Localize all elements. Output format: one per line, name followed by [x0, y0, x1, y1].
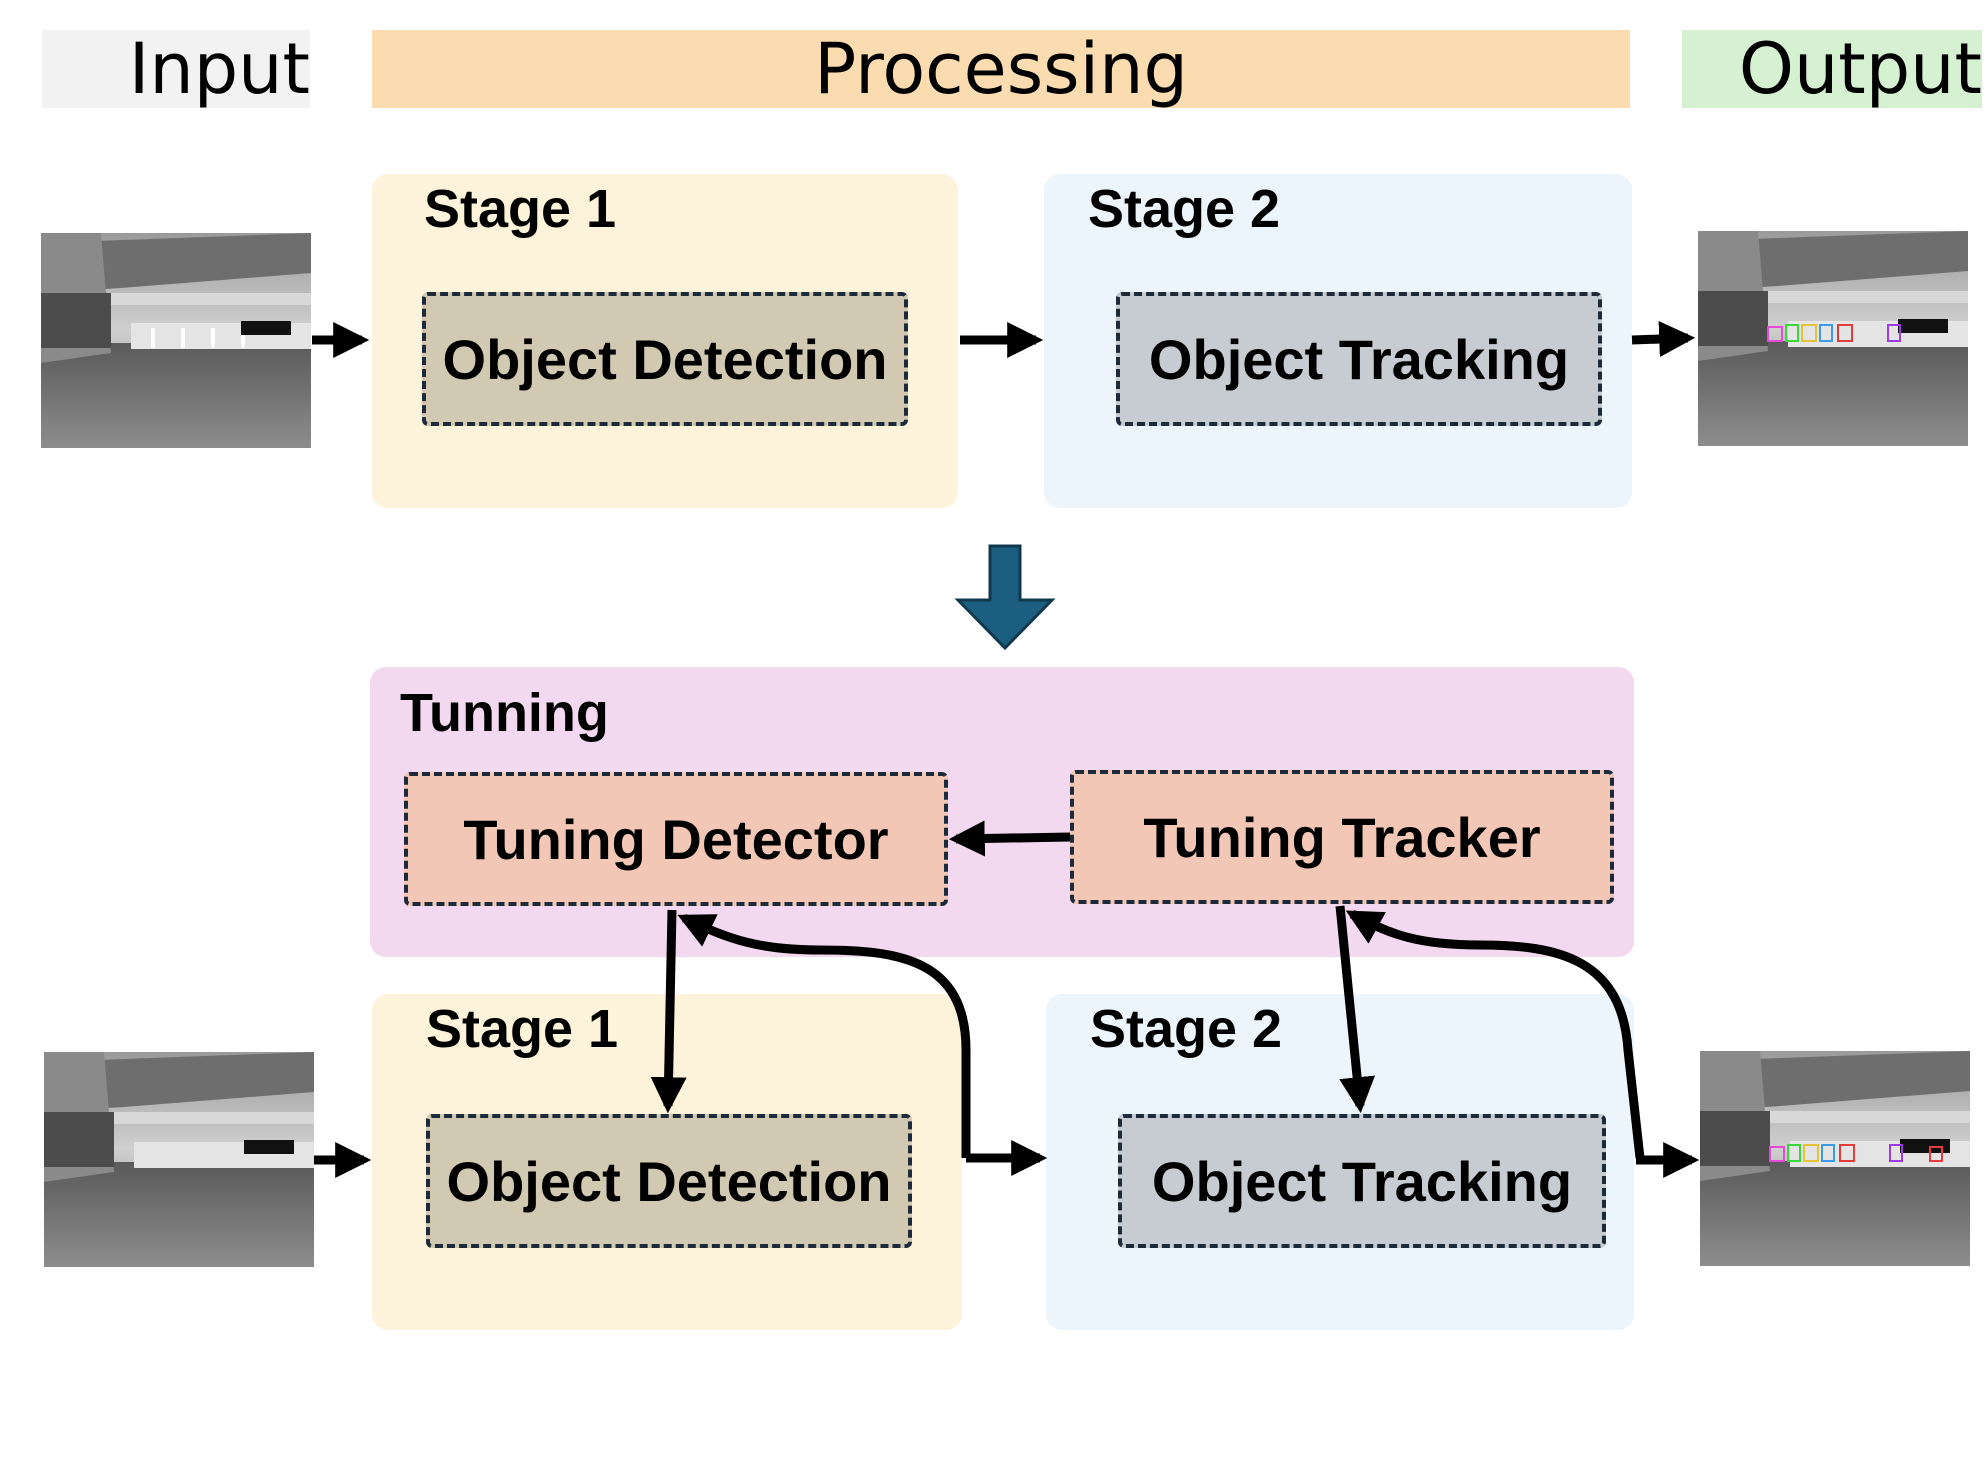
tuning-tracker-to-tracking-arrow [1335, 905, 1376, 1114]
bottom-stage1-title: Stage 1 [426, 999, 619, 1059]
output-header: Output [1682, 30, 1982, 108]
top-stage2-title: Stage 2 [1088, 179, 1281, 239]
tuning-detector-to-detection-arrow [650, 909, 687, 1114]
top-input-thermal-image [41, 233, 311, 448]
tuning-detector-box[interactable]: Tuning Detector [404, 772, 948, 906]
tracker-to-detector-arrow [948, 820, 1071, 857]
top-object-tracking-box[interactable]: Object Tracking [1116, 292, 1602, 426]
top-object-detection-box[interactable]: Object Detection [422, 292, 908, 426]
bottom-output-thermal-image [1700, 1051, 1970, 1266]
top-stage1-title: Stage 1 [424, 179, 617, 239]
bottom-object-detection-box[interactable]: Object Detection [426, 1114, 912, 1248]
bottom-stage2-title: Stage 2 [1090, 999, 1283, 1059]
top-output-thermal-image [1698, 231, 1968, 446]
input-header: Input [42, 30, 310, 108]
detection-feedback-arrow [677, 913, 971, 1158]
bottom-object-tracking-box[interactable]: Object Tracking [1118, 1114, 1606, 1248]
bottom-input-thermal-image [44, 1052, 314, 1267]
tuning-tracker-box[interactable]: Tuning Tracker [1070, 770, 1614, 904]
tuning-title: Tunning [400, 683, 609, 743]
transition-down-arrow [954, 544, 1056, 651]
top-stage2-to-output-arrow [1631, 321, 1696, 358]
processing-header: Processing [372, 30, 1630, 108]
tracking-feedback-arrow [1345, 910, 1645, 1159]
